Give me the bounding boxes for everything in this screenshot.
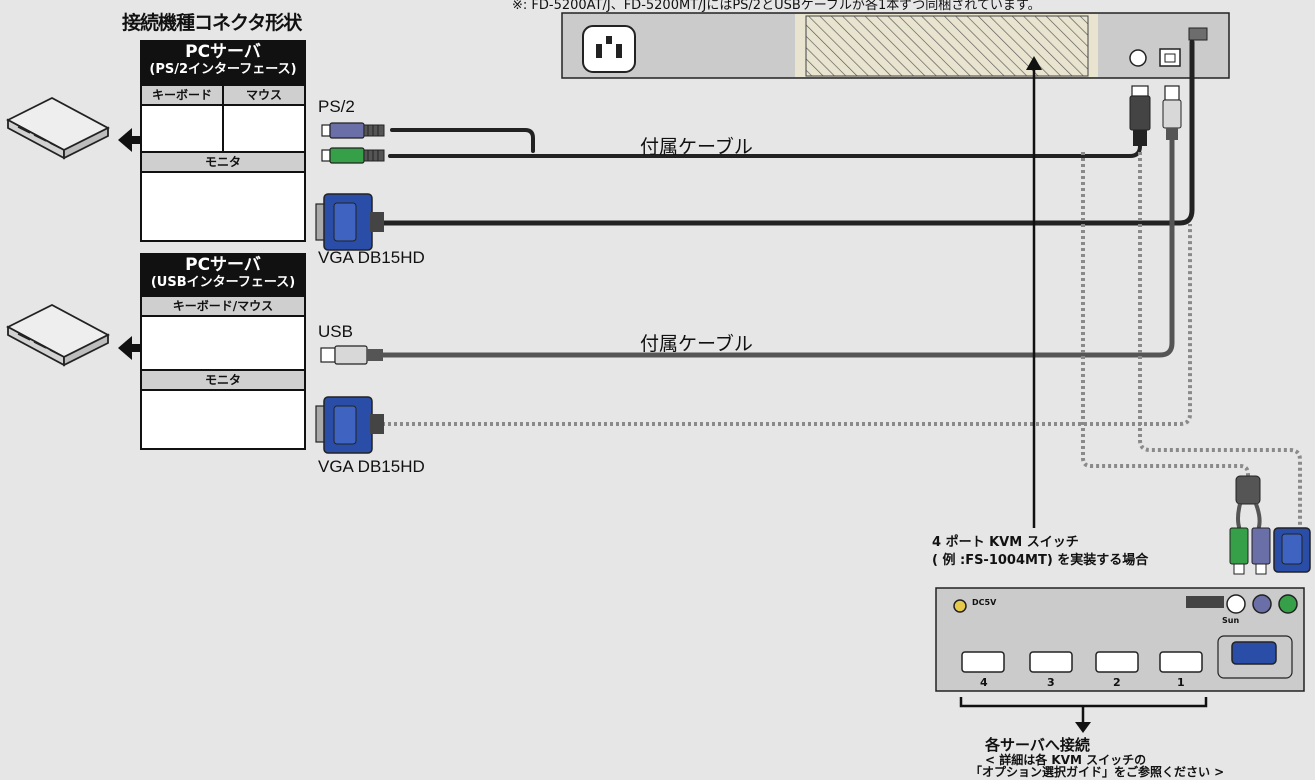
details-note: < 詳細は各 KVM スイッチの — [985, 753, 1147, 767]
panel-title: PCサーバ — [185, 42, 261, 62]
ps2-mouse-plug-kvm-icon — [1229, 527, 1249, 575]
ps2-keyboard-port-icon — [1252, 594, 1272, 614]
kvm-port-icon — [1095, 651, 1139, 673]
arrow-down-icon — [1075, 722, 1091, 733]
vga-connector-label: VGA DB15HD — [318, 457, 425, 476]
monitor-label: モニタ — [142, 151, 304, 173]
ps2-plug-vertical-icon — [1129, 85, 1151, 146]
dc-label: DC5V — [972, 598, 997, 607]
kvm-port-icon — [1029, 651, 1073, 673]
bundle-note: ※: FD-5200AT/J、FD-5200MT/JにはPS/2とUSBケーブル… — [512, 0, 1041, 13]
vga-connector-label: VGA DB15HD — [318, 248, 425, 267]
usb-cable — [379, 133, 1175, 358]
ps2-mouse-plug-icon — [321, 147, 385, 164]
usb-plug-icon — [320, 345, 383, 365]
y-splitter-icon — [1235, 475, 1262, 531]
sun-label: Sun — [1222, 616, 1240, 625]
bundled-cable-label: 付属ケーブル — [640, 137, 753, 158]
vga-plug-icon — [315, 396, 384, 454]
kvm-port-icon — [1159, 651, 1203, 673]
keyboard-label: キーボード — [142, 86, 224, 104]
server-device-icon-2 — [6, 303, 110, 367]
kvm-port-icon — [961, 651, 1005, 673]
kvm-example: ( 例 :FS-1004MT) を実装する場合 — [932, 553, 1149, 568]
port-number: 2 — [1113, 676, 1121, 689]
usb-plug-vertical-icon — [1162, 85, 1182, 140]
kvm-server-ports — [961, 651, 1203, 673]
panel-subtitle: (PS/2インターフェース) — [149, 62, 297, 77]
kvm-title: 4 ポート KVM スイッチ — [932, 535, 1079, 550]
port-number: 1 — [1177, 676, 1185, 689]
port-number: 4 — [980, 676, 988, 689]
vga-out-port-icon — [1188, 27, 1208, 41]
vga-plug-icon — [315, 193, 384, 251]
usb-b-port-icon — [1159, 48, 1181, 67]
panel-title: PCサーバ — [185, 255, 261, 275]
sun-port-icon — [1226, 594, 1246, 614]
port-number: 3 — [1047, 676, 1055, 689]
ps2-connector-label: PS/2 — [318, 97, 355, 116]
server-device-icon-1 — [6, 96, 110, 160]
ps2-keyboard-plug-icon — [321, 122, 385, 139]
vga-cable — [379, 39, 1195, 226]
ps2-mouse-port-icon — [1278, 594, 1298, 614]
ps2-cable — [388, 128, 1142, 158]
panel-subtitle: (USBインターフェース) — [150, 275, 296, 290]
dc-jack-icon — [953, 599, 967, 613]
diagram-title: 接続機種コネクタ形状 — [122, 12, 302, 34]
ps2-keyboard-plug-kvm-icon — [1251, 527, 1271, 575]
round-port-icon — [1129, 49, 1147, 67]
usb-connector-label: USB — [318, 322, 353, 341]
usb-interface-panel: PCサーバ (USBインターフェース) キーボード/マウス モニタ — [140, 253, 306, 450]
mount-arrow — [1026, 56, 1042, 528]
details-note-2: 「オプション選択ガイド」をご参照ください > — [970, 765, 1225, 779]
arrow-left-icon — [118, 128, 140, 152]
dip-switch-icon — [1186, 596, 1224, 608]
kvm-switch-panel — [935, 587, 1305, 692]
monitor-label: モニタ — [142, 369, 304, 391]
arrow-left-icon — [118, 336, 140, 360]
vga-console-port-icon — [1231, 641, 1277, 665]
keyboard-mouse-label: キーボード/マウス — [142, 297, 304, 317]
connect-bracket — [959, 697, 1208, 733]
bundled-cable-label: 付属ケーブル — [640, 334, 753, 355]
vga-plug-kvm-icon — [1273, 527, 1311, 573]
kvm-console-rear-panel — [561, 12, 1230, 79]
power-inlet-icon — [582, 25, 636, 73]
connect-each-server: 各サーバへ接続 — [985, 736, 1090, 754]
ps2-interface-panel: PCサーバ (PS/2インターフェース) キーボード マウス モニタ — [140, 40, 306, 242]
mouse-label: マウス — [245, 88, 282, 102]
dotted-cable-kvm — [382, 152, 1302, 532]
